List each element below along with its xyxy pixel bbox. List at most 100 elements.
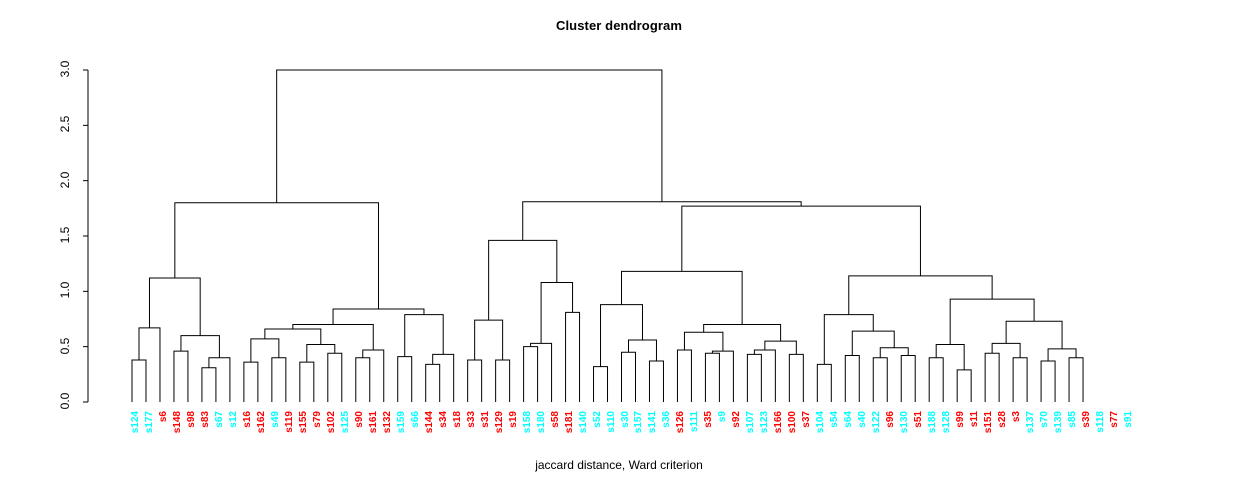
dendrogram-link: [704, 352, 720, 402]
dendrogram-link: [1012, 357, 1028, 402]
leaf-label: s28: [997, 411, 1009, 428]
dendrogram-link: [956, 369, 972, 402]
dendrogram-link: [276, 69, 663, 203]
dendrogram-link: [432, 353, 455, 402]
y-tick-label: 2.5: [58, 115, 72, 133]
leaf-label: s107: [745, 411, 757, 434]
dendrogram-link: [879, 347, 909, 358]
dendrogram-link: [425, 363, 441, 402]
leaf-label: s79: [311, 411, 323, 428]
dendrogram-link: [138, 327, 161, 402]
y-tick-label: 0.5: [58, 337, 72, 354]
leaf-label: s51: [913, 411, 925, 428]
leaf-label: s67: [213, 411, 225, 428]
leaf-label: s34: [437, 411, 449, 428]
dendrogram-link: [851, 330, 895, 356]
leaf-label: s99: [955, 411, 967, 428]
leaf-label: s126: [675, 411, 687, 434]
leaf-label: s39: [1081, 411, 1093, 428]
y-tick-label: 1.5: [58, 226, 72, 244]
leaf-label: s100: [787, 411, 799, 434]
leaf-label: s54: [829, 411, 841, 428]
dendrogram-link: [264, 328, 322, 345]
leaf-label: s66: [409, 411, 421, 428]
dendrogram-link: [495, 359, 511, 402]
leaf-label: s177: [143, 411, 155, 434]
leaf-label: s119: [283, 411, 295, 433]
leaf-label: s16: [241, 411, 253, 428]
leaf-label: s92: [731, 411, 743, 428]
dendrogram-link: [243, 361, 259, 402]
leaf-label: s19: [507, 411, 519, 428]
leaf-label: s125: [339, 411, 351, 434]
dendrogram-link: [848, 275, 993, 315]
leaf-label: s139: [1053, 411, 1065, 434]
leaf-label: s122: [871, 411, 883, 434]
dendrogram-link: [530, 342, 553, 402]
dendrogram-link: [844, 355, 860, 402]
dendrogram-link: [1047, 348, 1077, 362]
dendrogram-link: [764, 340, 797, 355]
dendrogram-link: [621, 270, 743, 325]
leaf-label: s33: [465, 411, 477, 428]
leaf-label: s18: [451, 411, 463, 428]
dendrogram-link: [180, 335, 220, 358]
dendrogram-link: [362, 349, 385, 402]
dendrogram-link: [474, 319, 504, 360]
dendrogram-link: [788, 353, 804, 402]
leaf-label: s58: [549, 411, 561, 428]
y-tick-label: 3.0: [58, 60, 72, 78]
dendrogram-link: [173, 350, 189, 402]
leaf-label: s111: [689, 411, 701, 433]
leaf-label: s91: [1123, 411, 1134, 428]
leaf-label: s118: [1095, 411, 1107, 433]
dendrogram-link: [250, 338, 280, 363]
dendrogram-link: [753, 349, 776, 402]
leaf-label: s144: [423, 411, 435, 434]
y-tick-label: 2.0: [58, 171, 72, 188]
leaf-label: s151: [983, 411, 995, 434]
dendrogram-link: [148, 277, 201, 336]
leaf-label: s141: [647, 411, 659, 434]
leaf-label: s124: [130, 411, 141, 434]
leaf-label: s158: [521, 411, 533, 434]
leaf-label: s132: [381, 411, 393, 434]
dendrogram-link: [1040, 360, 1056, 402]
dendrogram-link: [681, 205, 921, 276]
leaf-label: s49: [269, 411, 281, 428]
dendrogram-link: [703, 324, 782, 342]
leaf-label: s188: [927, 411, 939, 434]
leaf-label: s52: [591, 411, 603, 428]
leaf-label: s180: [535, 411, 547, 434]
leaf-label: s110: [605, 411, 617, 433]
dendrogram-link: [271, 357, 287, 402]
dendrogram-link: [746, 353, 762, 402]
dendrogram-link: [327, 352, 343, 402]
leaf-label: s83: [199, 411, 211, 428]
leaf-label: s162: [255, 411, 267, 434]
dendrogram-link: [292, 324, 374, 350]
dendrogram-link: [991, 342, 1021, 358]
leaf-label: s35: [703, 411, 715, 428]
dendrogram-tree: [131, 69, 1084, 402]
y-tick-label: 0.0: [58, 392, 72, 410]
leaf-label: s96: [885, 411, 897, 428]
leaf-label: s123: [759, 411, 771, 434]
dendrogram-link: [621, 351, 636, 402]
leaf-label: s155: [297, 411, 309, 434]
leaf-label: s37: [801, 411, 813, 428]
leaf-label: s104: [815, 411, 827, 434]
dendrogram-link: [208, 357, 231, 402]
leaf-label: s90: [353, 411, 365, 428]
dendrogram-link: [1005, 320, 1063, 349]
leaf-label: s129: [493, 411, 505, 434]
leaf-label: s181: [563, 411, 575, 434]
dendrogram-link: [131, 359, 147, 402]
dendrogram-link: [565, 311, 581, 402]
y-axis: [83, 69, 89, 403]
leaf-label: s64: [843, 411, 855, 428]
leaf-label: s36: [661, 411, 673, 428]
dendrogram-link: [900, 355, 916, 402]
